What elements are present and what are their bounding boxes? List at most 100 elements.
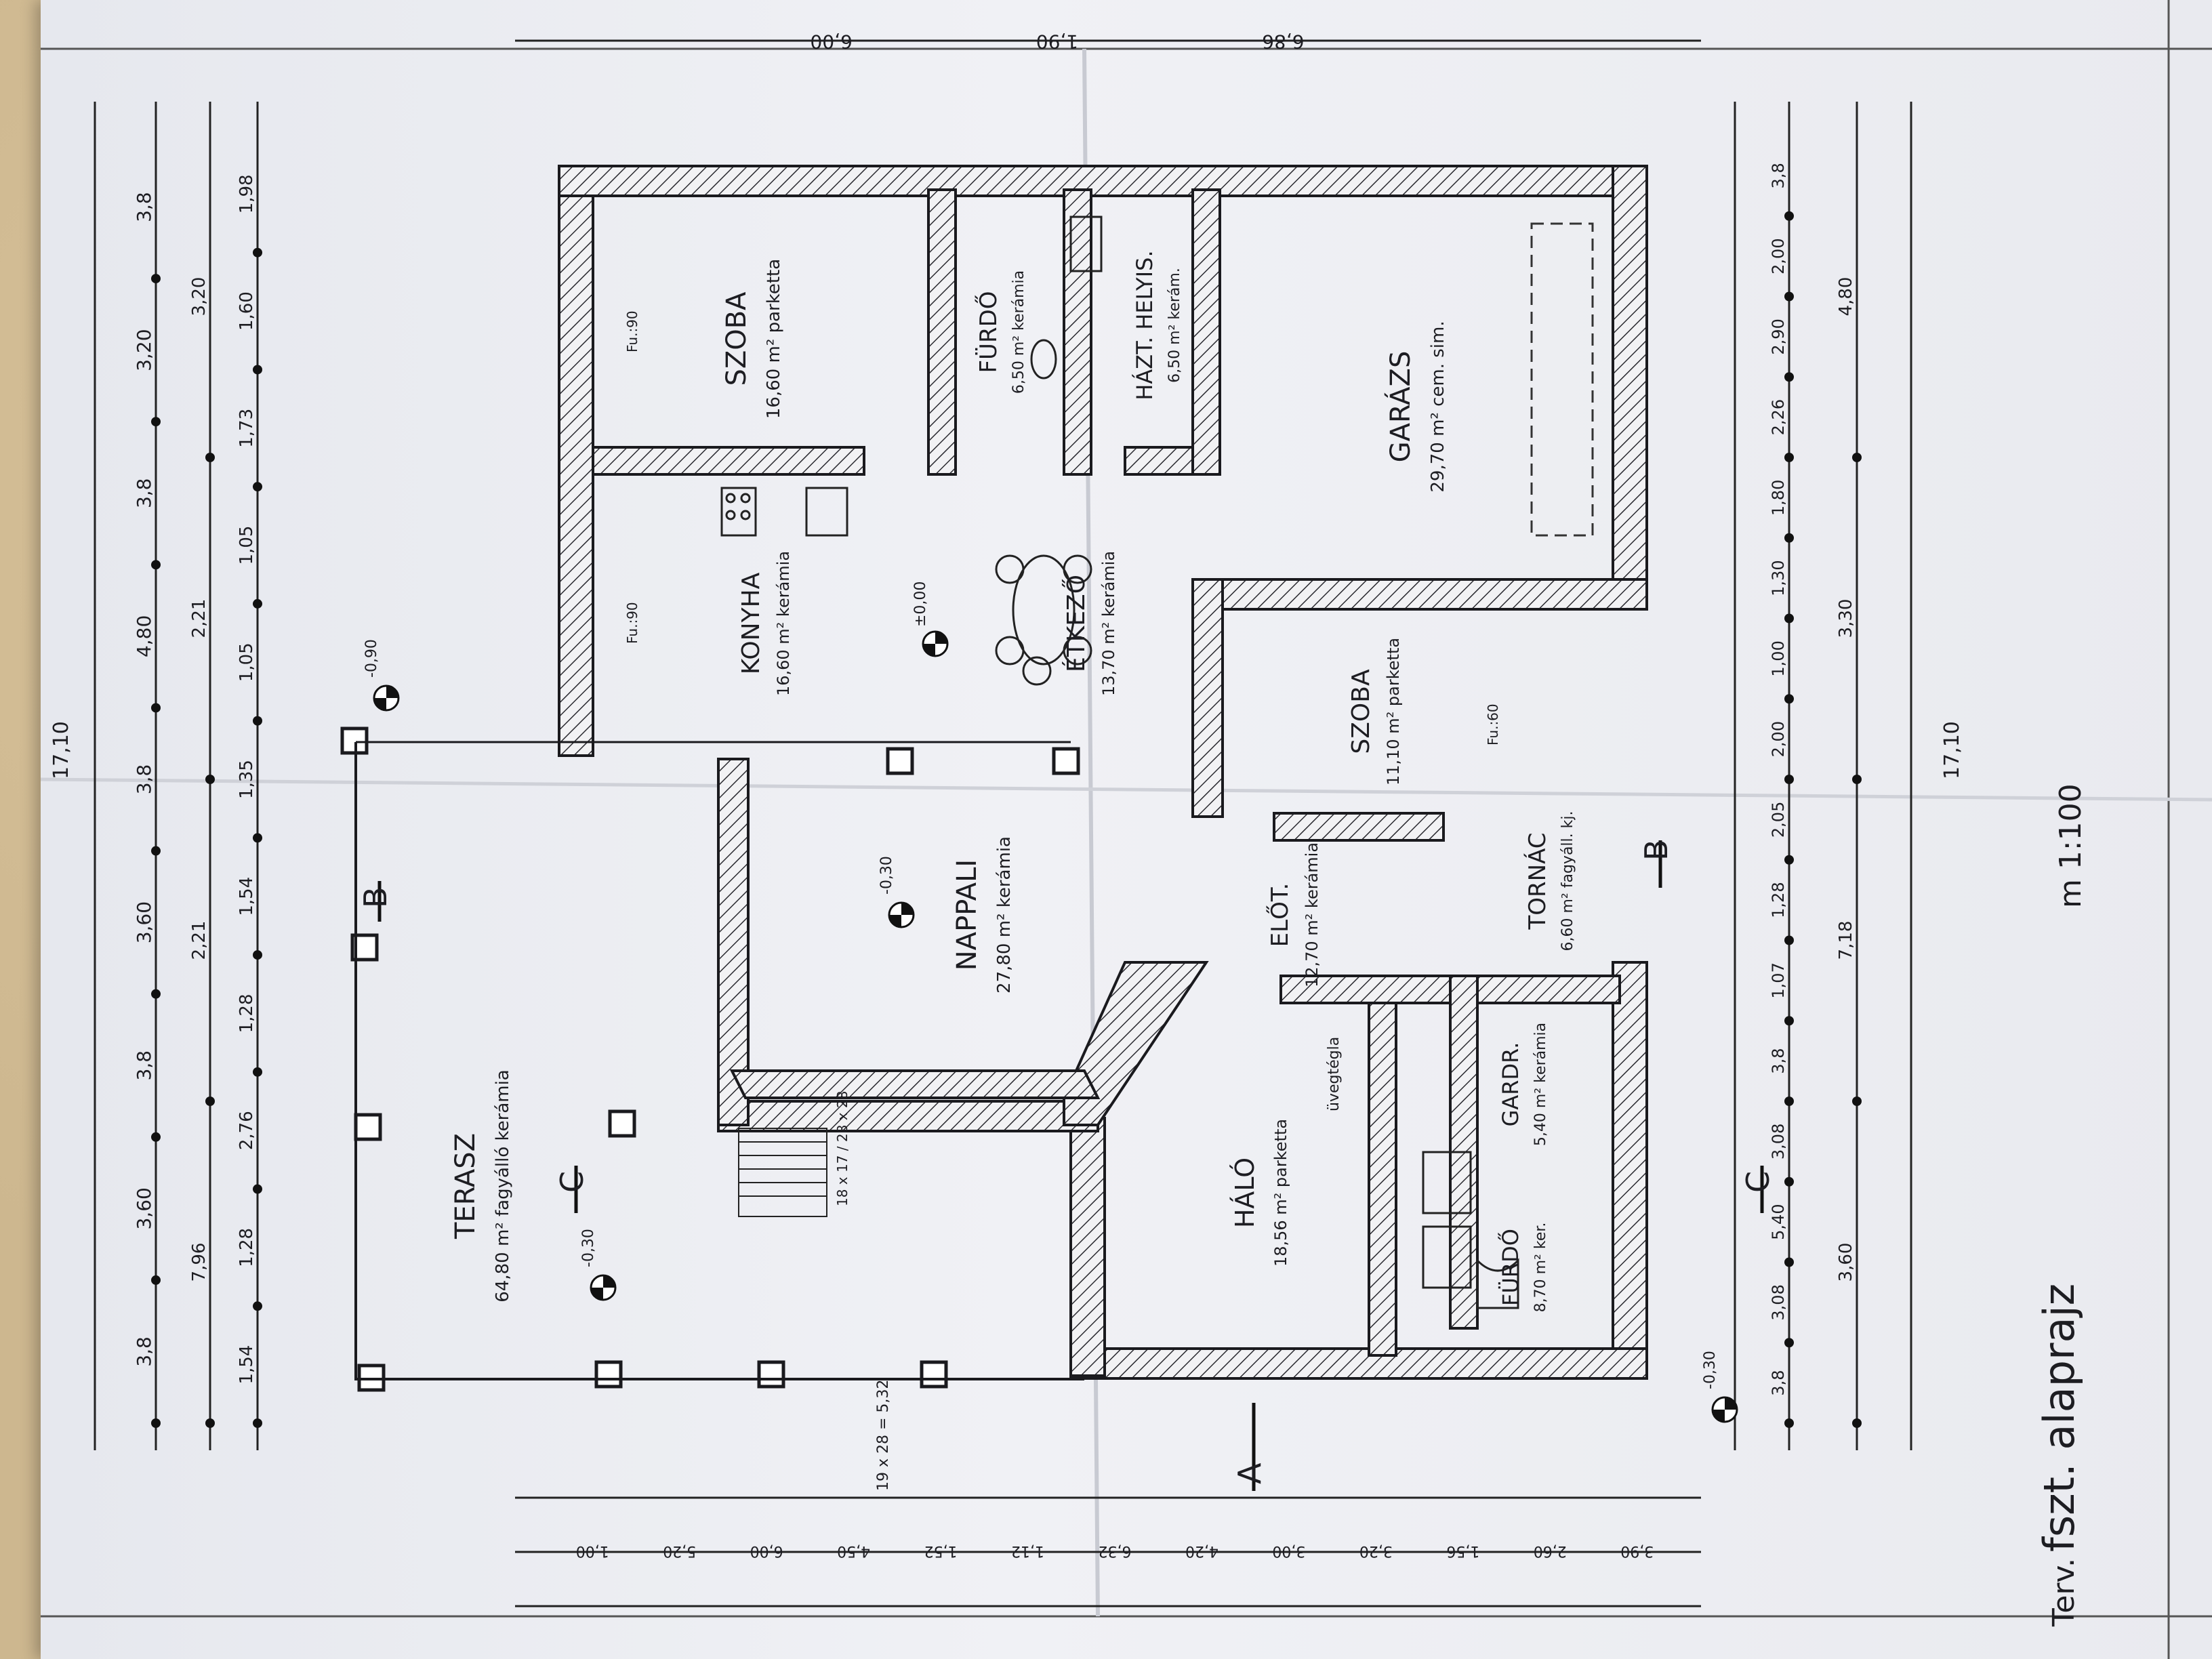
dim-top2-4: 1,54 <box>237 877 257 916</box>
dim-bottom2-tick-0 <box>1852 1418 1862 1428</box>
dim-top-tick-2 <box>151 1132 161 1142</box>
dim-top3-1: 2,21 <box>189 921 209 960</box>
dim-top3-tick-3 <box>205 453 215 462</box>
room-terasz: TERASZ 64,80 m² fagyálló kerámia <box>450 1069 513 1302</box>
dim-bottom-5: 1,07 <box>1769 962 1788 998</box>
dim-left-10: 1,56 <box>1446 1542 1479 1559</box>
dim-top-tick-5 <box>151 703 161 713</box>
dim-top2-2: 2,76 <box>237 1111 257 1150</box>
section-b2-label: B <box>1638 839 1675 861</box>
dim-left-7: 4,20 <box>1185 1542 1218 1559</box>
window-szoba-text: Fu.:90 <box>624 310 640 352</box>
window-label-szoba2: Fu.:60 <box>1485 703 1501 745</box>
level-nappali-text: -0,30 <box>878 856 895 895</box>
level-marker-konyha: ±0,00 <box>912 581 949 657</box>
dim-bottom-tick-6 <box>1784 935 1794 945</box>
room-tornac: TORNÁC 6,60 m² fagyáll. kj. <box>1523 811 1576 951</box>
dim-top2-tick-8 <box>253 482 262 492</box>
garage-car-outline <box>1530 222 1594 537</box>
dim-top2-6: 1,05 <box>237 642 257 682</box>
dim-top-tick-0 <box>151 1418 161 1428</box>
room-haztartasi-area: 6,50 m² kerám. <box>1166 268 1183 383</box>
dimension-chain-bottom: 3,83,085,403,083,81,071,282,052,001,001,… <box>1769 163 1794 1428</box>
section-marker-a: A <box>1231 1403 1268 1491</box>
dim-right-1: 1,90 <box>1036 30 1078 53</box>
dim-top2-9: 1,60 <box>237 291 257 331</box>
level-marker-nappali: -0,30 <box>878 856 915 928</box>
dim-bottom-4: 3,8 <box>1769 1048 1788 1074</box>
dim-top2-tick-5 <box>253 833 262 843</box>
room-halo: HÁLÓ 18,56 m² parketta <box>1230 1119 1290 1267</box>
dim-bottom-tick-5 <box>1784 1016 1794 1026</box>
dim-top-3: 3,60 <box>133 901 155 943</box>
dim-left-12: 3,90 <box>1620 1542 1654 1559</box>
dim-bottom-10: 1,30 <box>1769 560 1788 596</box>
dim-bottom-tick-14 <box>1784 291 1794 302</box>
room-szoba-1-area: 16,60 m² parketta <box>764 259 784 419</box>
dim-bottom-tick-13 <box>1784 372 1794 382</box>
room-nappali-area: 27,80 m² kerámia <box>994 836 1015 994</box>
room-furdo-1-name: FÜRDŐ <box>975 291 1002 373</box>
room-nappali: NAPPALI 27,80 m² kerámia <box>951 836 1015 994</box>
dim-bottom-tick-10 <box>1784 613 1794 623</box>
dim-bottom-12: 2,26 <box>1769 399 1788 435</box>
title-block: Terv. fszt. alaprajz <box>2034 1284 2084 1627</box>
stair <box>738 1128 827 1217</box>
room-konyha-name: KONYHA <box>737 572 765 674</box>
dim-bottom-1: 3,08 <box>1769 1284 1788 1320</box>
room-furdo-2-area: 8,70 m² ker. <box>1532 1223 1549 1313</box>
dimension-chain-top: 3,83,603,83,603,84,803,83,203,8 <box>133 192 161 1428</box>
dim-right-2: 6,86 <box>1262 30 1304 53</box>
room-etkezo-name: ÉTKEZŐ <box>1062 575 1090 672</box>
dim-top2-tick-3 <box>253 1067 262 1077</box>
dim-top-tick-4 <box>151 846 161 856</box>
dim-top2-1: 1,28 <box>237 1228 257 1267</box>
dim-top2-tick-2 <box>253 1184 262 1194</box>
dim-left-1: 5,20 <box>663 1542 696 1559</box>
section-marker-c-2: C <box>1740 1166 1776 1213</box>
terrace-outline <box>354 742 1084 1380</box>
room-eloter-area: 12,70 m² kerámia <box>1303 842 1322 987</box>
total-dimension-top: 17,10 <box>49 721 73 779</box>
section-marker-b-2: B <box>1638 839 1675 888</box>
room-garazs: GARÁZS 29,70 m² cem. sim. <box>1384 321 1448 492</box>
dim-top2-3: 1,28 <box>237 994 257 1033</box>
bathroom-fixtures <box>1030 216 1519 1309</box>
dim-bottom-0: 3,8 <box>1769 1370 1788 1396</box>
dim-bottom-tick-7 <box>1784 855 1794 865</box>
stair-run-label: 19 x 28 = 5,32 <box>875 1380 892 1491</box>
kitchen-stove <box>720 487 848 537</box>
dim-top-4: 3,8 <box>133 764 155 795</box>
dim-top3-tick-1 <box>205 1097 215 1106</box>
dining-table <box>995 554 1092 686</box>
dim-bottom2-tick-2 <box>1852 775 1862 784</box>
dim-top3-3: 3,20 <box>189 277 209 316</box>
dim-bottom-tick-12 <box>1784 453 1794 462</box>
dim-bottom-tick-11 <box>1784 533 1794 543</box>
stair-label: 18 x 17 / 28 x 28 <box>834 1091 851 1206</box>
room-haztartasi-name: HÁZT. HELYIS. <box>1132 250 1158 400</box>
dim-top-7: 3,20 <box>133 329 155 371</box>
section-c1-label: C <box>554 1171 590 1193</box>
dim-bottom-9: 1,00 <box>1769 640 1788 676</box>
room-eloter: ELŐT. 12,70 m² kerámia <box>1266 842 1322 987</box>
floor-plan: SZOBA 16,60 m² parketta FÜRDŐ 6,50 m² ke… <box>41 0 2212 1659</box>
dim-bottom-tick-15 <box>1784 211 1794 221</box>
level-konyha-text: ±0,00 <box>912 581 929 627</box>
room-szoba-2: SZOBA 11,10 m² parketta <box>1347 638 1403 785</box>
dim-top2-tick-1 <box>253 1301 262 1311</box>
section-b1-label: B <box>357 886 394 908</box>
dim-top-tick-6 <box>151 560 161 570</box>
room-etkezo-area: 13,70 m² kerámia <box>1099 551 1118 696</box>
dim-bottom2-3: 4,80 <box>1836 277 1856 316</box>
dim-bottom-2: 5,40 <box>1769 1204 1788 1240</box>
room-konyha: KONYHA 16,60 m² kerámia <box>737 551 793 696</box>
dim-left-4: 1,52 <box>924 1542 958 1559</box>
dim-bottom-14: 2,00 <box>1769 238 1788 274</box>
level-outside-2-text: -0,30 <box>1702 1351 1719 1389</box>
dim-bottom-6: 1,28 <box>1769 882 1788 918</box>
dim-top2-7: 1,05 <box>237 526 257 565</box>
section-c2-label: C <box>1740 1171 1776 1193</box>
level-terasz-text: -0,30 <box>580 1229 597 1267</box>
